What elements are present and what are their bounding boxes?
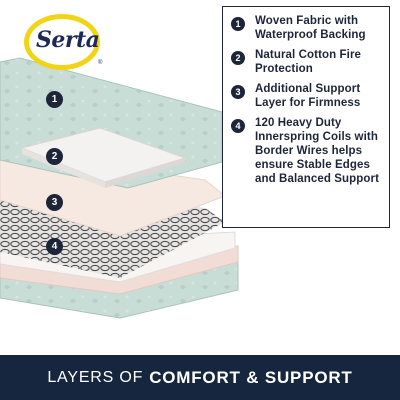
legend-text: 120 Heavy Duty Innerspring Coils with Bo…: [255, 117, 380, 185]
layer-marker-2: 2: [46, 148, 63, 165]
serta-logo-text: Serta: [36, 27, 100, 53]
bottom-banner: LAYERS OF COMFORT & SUPPORT: [0, 355, 400, 400]
legend-number: 4: [231, 119, 245, 133]
banner-bold-text: COMFORT & SUPPORT: [149, 367, 353, 387]
legend-number: 3: [231, 85, 245, 99]
layer-marker-4: 4: [46, 238, 63, 255]
registered-mark: ®: [98, 60, 103, 66]
layer-marker-1: 1: [46, 91, 63, 108]
serta-logo-badge: [24, 14, 100, 70]
legend-item: 3 Additional Support Layer for Firmness: [231, 82, 383, 110]
legend-number: 1: [231, 17, 245, 31]
legend-text: Woven Fabric with Waterproof Backing: [255, 15, 366, 41]
serta-logo: [22, 12, 102, 72]
layer-legend-box: 1 Woven Fabric with Waterproof Backing 2…: [222, 6, 390, 228]
legend-item: 2 Natural Cotton Fire Protection: [231, 48, 383, 76]
layer-marker-3: 3: [46, 194, 63, 211]
legend-item: 1 Woven Fabric with Waterproof Backing: [231, 14, 383, 42]
legend-number: 2: [231, 51, 245, 65]
legend-text: Natural Cotton Fire Protection: [255, 49, 362, 75]
legend-text: Additional Support Layer for Firmness: [255, 83, 361, 109]
legend-item: 4 120 Heavy Duty Innerspring Coils with …: [231, 116, 383, 186]
banner-light-text: LAYERS OF: [47, 368, 144, 386]
